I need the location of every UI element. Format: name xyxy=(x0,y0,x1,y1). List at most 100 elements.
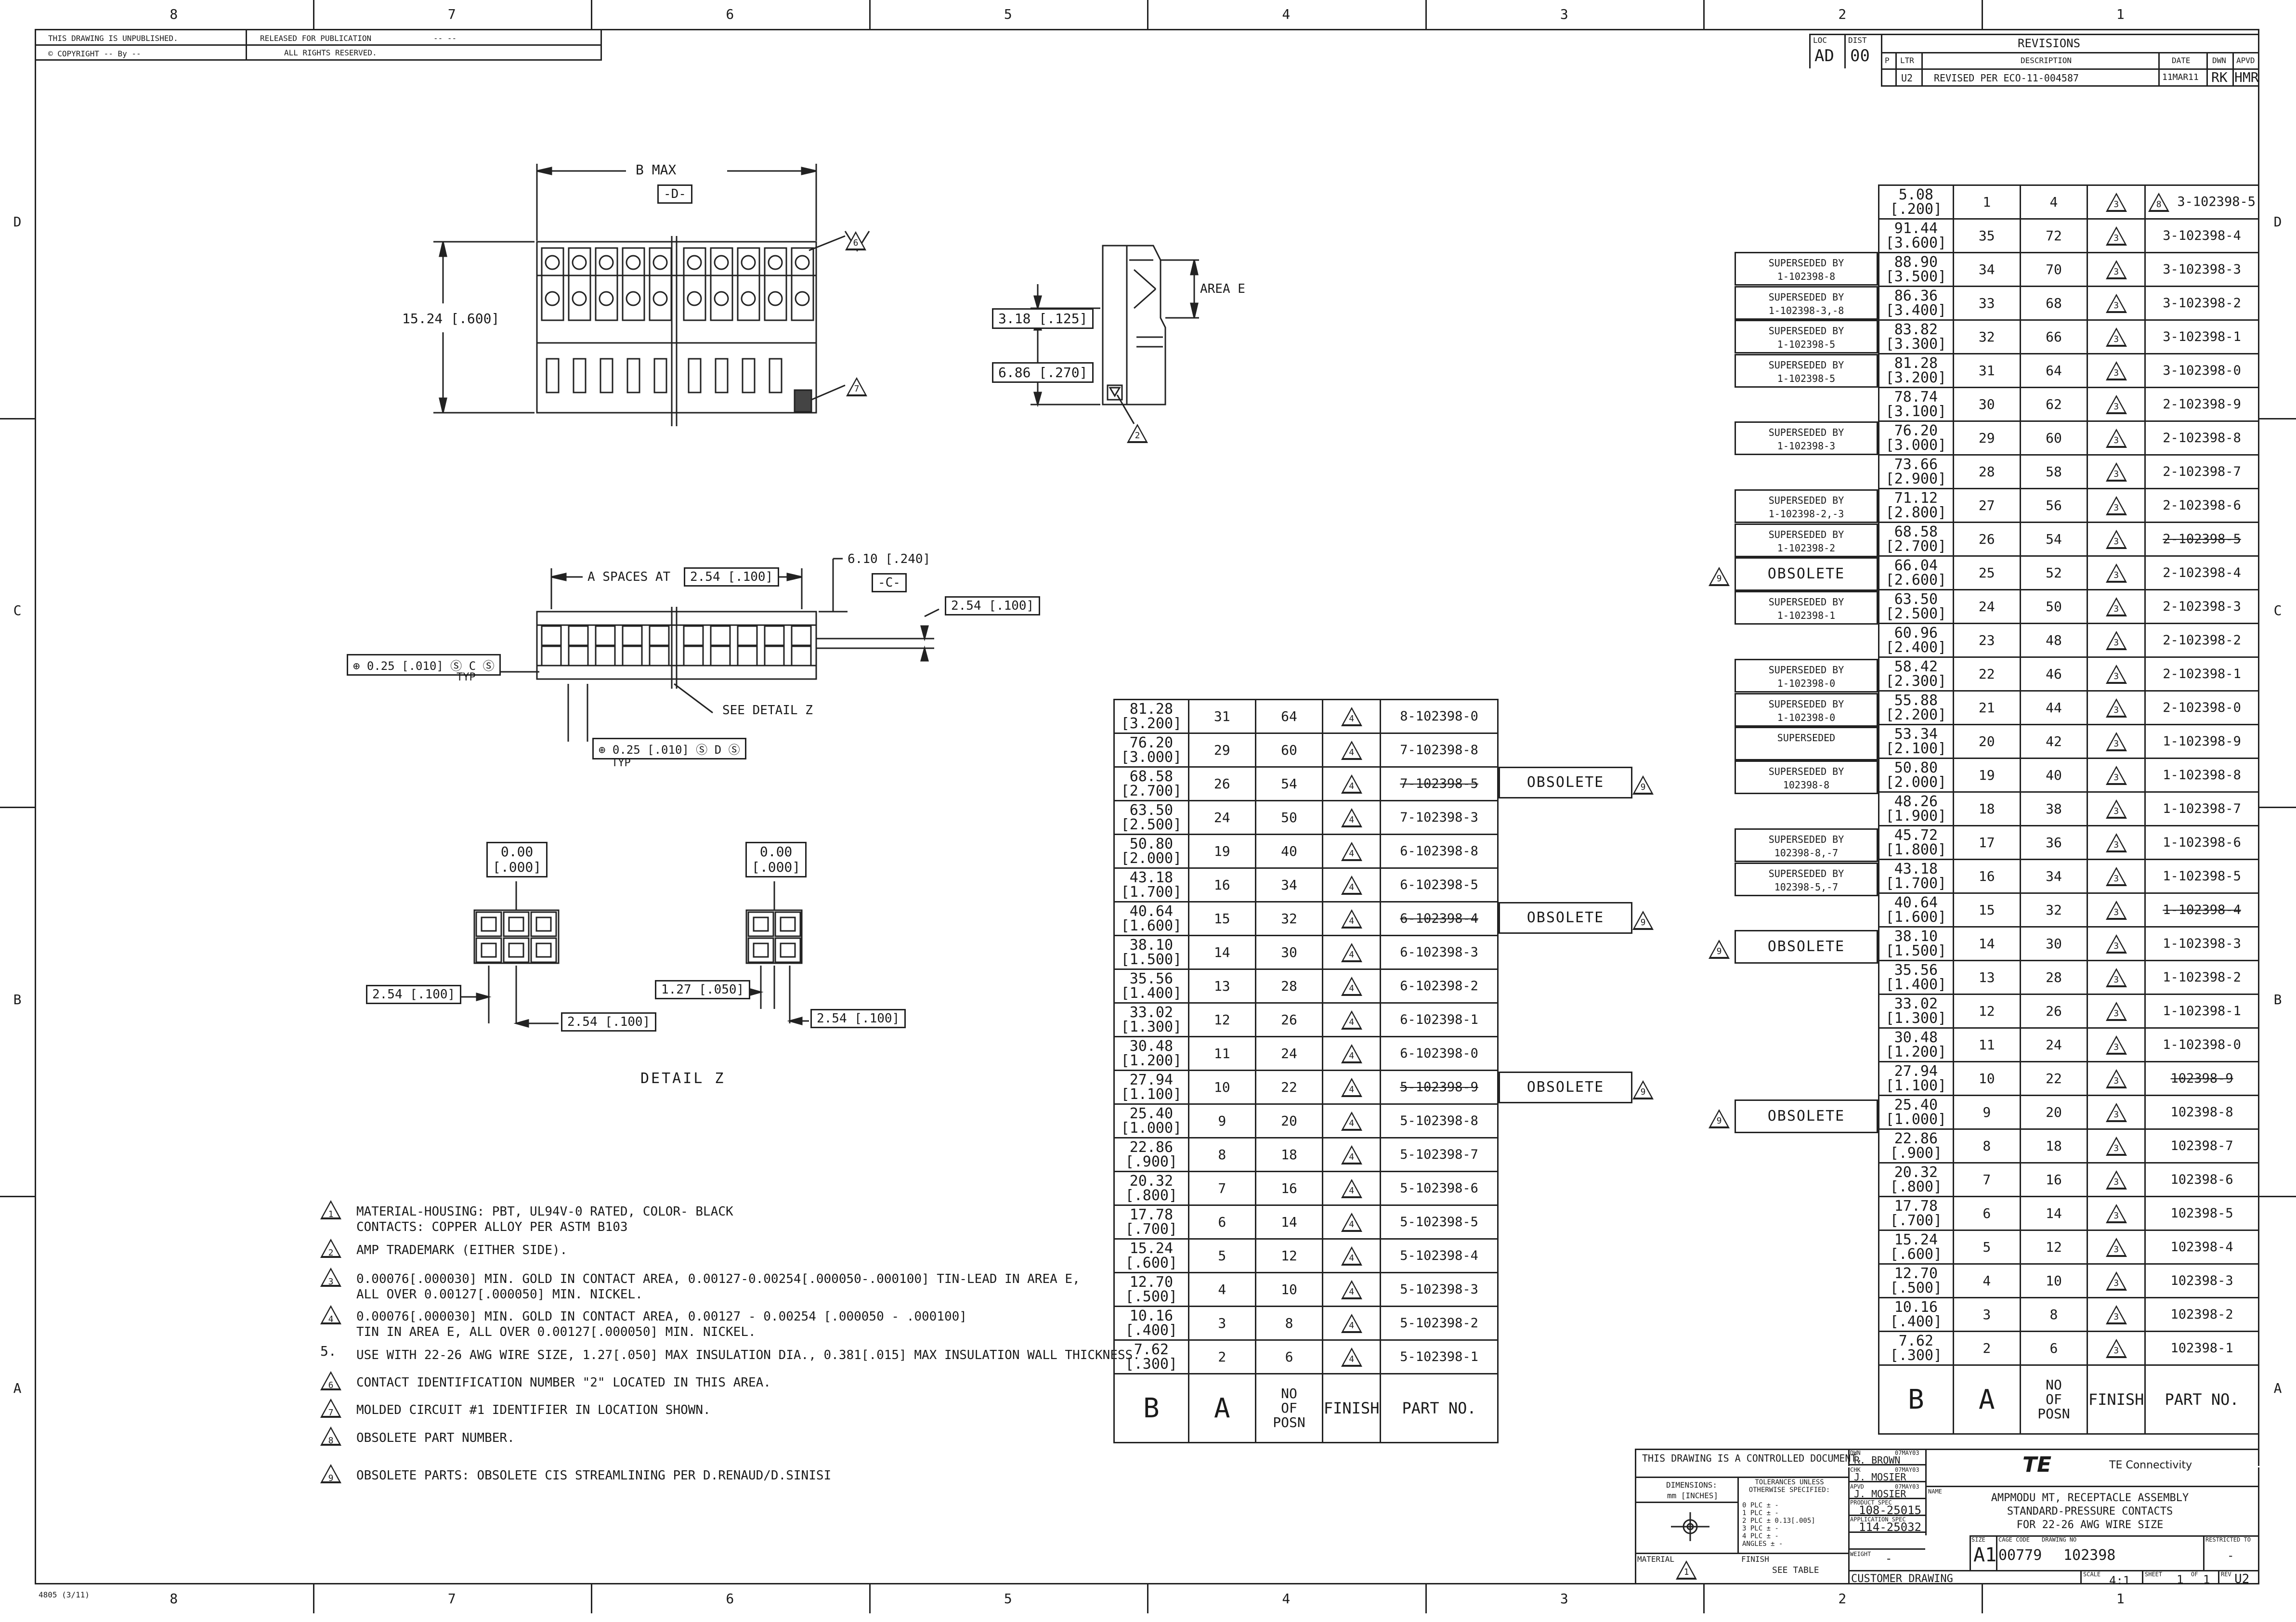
cell-part-no: 2-102398-3 xyxy=(2144,589,2259,624)
sheet-value: 1 xyxy=(2177,1573,2184,1586)
cell-a: 9 xyxy=(1952,1095,2021,1130)
cell-part-no: 1-102398-5 xyxy=(2144,859,2259,894)
delta-flag-icon: 3 xyxy=(2105,765,2127,785)
cell-b: 25.40[1.000] xyxy=(1113,1103,1189,1138)
front-view-contacts xyxy=(541,247,814,393)
cell-a: 26 xyxy=(1952,522,2021,557)
rev-col-date: DATE xyxy=(2172,56,2191,65)
cell-finish: 3 xyxy=(2087,825,2146,860)
dwn-name: R. BROWN xyxy=(1854,1454,1901,1466)
cell-part-no: 2-102398-1 xyxy=(2144,656,2259,692)
cell-finish: 3 xyxy=(2087,252,2146,287)
delta-flag-icon: 3 xyxy=(2105,732,2127,751)
cell-part-no: 2-102398-6 xyxy=(2144,488,2259,523)
customer-drawing: CUSTOMER DRAWING xyxy=(1851,1573,1953,1585)
delta-flag-icon: 3 xyxy=(2105,361,2127,380)
cell-a: 10 xyxy=(1952,1061,2021,1096)
cell-b: 60.96[2.400] xyxy=(1878,623,1954,658)
rights-text: ALL RIGHTS RESERVED. xyxy=(284,48,377,57)
cell-b: 86.36[3.400] xyxy=(1878,286,1954,321)
delta-flag-icon: 4 xyxy=(1341,808,1362,827)
delta-flag-icon: 4 xyxy=(1341,841,1362,861)
chk-label: CHK xyxy=(1850,1466,1861,1473)
cell-finish: 3 xyxy=(2087,454,2146,489)
cell-part-no: 2-102398-2 xyxy=(2144,623,2259,658)
cell-posn: 40 xyxy=(1254,834,1324,869)
delta-flag-icon: 3 xyxy=(2105,293,2127,313)
cell-posn: 62 xyxy=(2019,387,2088,422)
cell-part-no: 2-102398-4 xyxy=(2144,555,2259,590)
copyright-text: © COPYRIGHT -- By -- xyxy=(48,49,141,58)
dimensions-label: DIMENSIONS: xyxy=(1666,1480,1717,1490)
cell-b: 30.48[1.200] xyxy=(1113,1036,1189,1071)
zone-col-top: 2 xyxy=(1838,6,1847,22)
cell-finish: 3 xyxy=(2087,589,2146,624)
tol-angles: ANGLES ± - xyxy=(1742,1540,1783,1548)
delta-flag-icon: 3 xyxy=(2105,1338,2127,1358)
cell-b: 35.56[1.400] xyxy=(1878,960,1954,995)
dim-2-54-pitch: 2.54 [.100] xyxy=(945,596,1041,615)
name-label: NAME xyxy=(1928,1488,1942,1495)
rev-date: 11MAR11 xyxy=(2162,72,2199,82)
delta-flag-icon: 4 xyxy=(1341,875,1362,895)
cell-a: 26 xyxy=(1187,766,1256,801)
typ-label: TYP xyxy=(457,671,476,683)
cell-part-no: 1-102398-1 xyxy=(2144,994,2259,1029)
tol-2: 2 PLC ± 0.13[.005] xyxy=(1742,1517,1815,1525)
cell-finish: 3 xyxy=(2087,1162,2146,1197)
delta-flag-icon: 3 xyxy=(2105,1102,2127,1122)
cell-part-no: 2-102398-8 xyxy=(2144,420,2259,456)
cell-b: 66.04[2.600] xyxy=(1878,555,1954,590)
cell-part-no: 1-102398-6 xyxy=(2144,825,2259,860)
cell-posn: 30 xyxy=(1254,935,1324,970)
unpublished-text: THIS DRAWING IS UNPUBLISHED. xyxy=(48,34,178,43)
cell-a: 31 xyxy=(1952,353,2021,388)
delta-flag-icon: 3 xyxy=(2105,833,2127,852)
delta-flag-icon: 3 xyxy=(2105,394,2127,414)
cell-part-no: 7-102398-8 xyxy=(1380,733,1499,768)
cell-a: 16 xyxy=(1187,867,1256,903)
cell-finish: 4 xyxy=(1322,800,1382,835)
cell-part-no: 5-102398-2 xyxy=(1380,1306,1499,1341)
cell-part-no: 2-102398-0 xyxy=(2144,690,2259,725)
title-line-1: AMPMODU MT, RECEPTACLE ASSEMBLY xyxy=(1991,1492,2189,1504)
cell-posn: 34 xyxy=(2019,859,2088,894)
rev-col-desc: DESCRIPTION xyxy=(2021,56,2072,65)
cell-b: 27.94[1.100] xyxy=(1113,1070,1189,1105)
rev-dwn: RK xyxy=(2211,69,2228,85)
cell-a: 24 xyxy=(1187,800,1256,835)
cell-posn: 40 xyxy=(2019,758,2088,793)
form-number: 4805 (3/11) xyxy=(39,1590,90,1599)
cell-finish: 3 xyxy=(2087,1297,2146,1332)
note-flag: 3 xyxy=(320,1268,341,1287)
cell-b: 76.20[3.000] xyxy=(1878,420,1954,456)
cell-b: 63.50[2.500] xyxy=(1113,800,1189,835)
weight-value: - xyxy=(1885,1552,1892,1565)
delta-flag-icon: 4 xyxy=(1341,976,1362,996)
cell-finish: 4 xyxy=(1322,867,1382,903)
cell-b: 22.86[.900] xyxy=(1878,1128,1954,1164)
cell-finish: 3 xyxy=(2087,1331,2146,1366)
cell-a: 15 xyxy=(1187,901,1256,936)
note-text: OBSOLETE PARTS: OBSOLETE CIS STREAMLININ… xyxy=(356,1468,832,1483)
drawing-no-label: DRAWING NO xyxy=(2042,1536,2077,1543)
cell-a: 4 xyxy=(1187,1272,1256,1307)
finish-value: SEE TABLE xyxy=(1772,1565,1819,1575)
cell-a: 21 xyxy=(1952,690,2021,725)
delta-flag-icon: 4 xyxy=(1341,942,1362,962)
of-value: 1 xyxy=(2203,1573,2210,1586)
finish-label: FINISH xyxy=(1741,1555,1769,1564)
cell-finish: 4 xyxy=(1322,1171,1382,1206)
